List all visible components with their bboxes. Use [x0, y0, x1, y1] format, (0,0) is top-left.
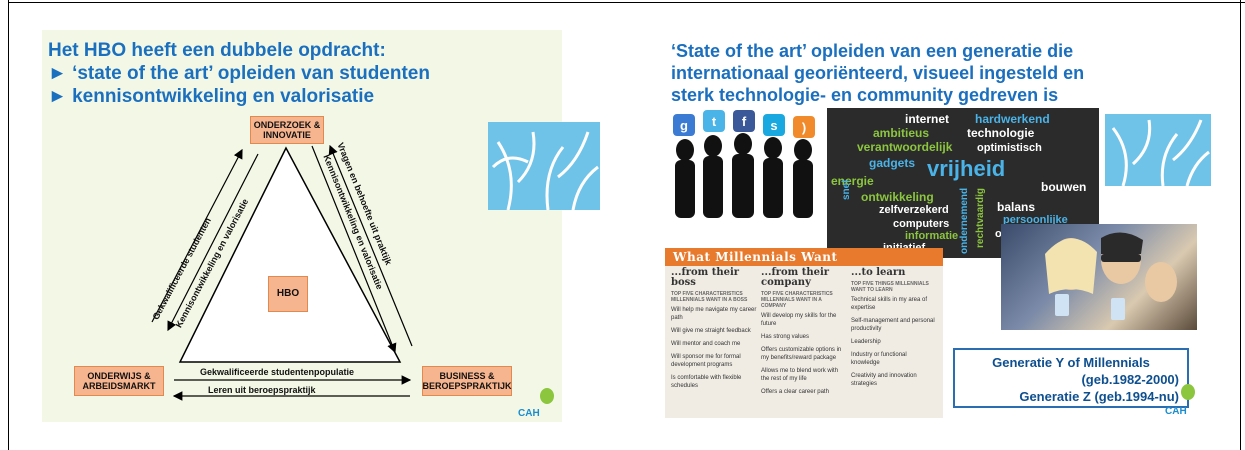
- millennials-title: What Millennials Want: [665, 248, 943, 266]
- arrow-left-down: [167, 153, 259, 332]
- slide2-title-line-2: internationaal georiënteerd, visueel ing…: [671, 63, 1085, 83]
- young-people-photo: [1001, 224, 1197, 330]
- millennials-col-boss: ...from their boss TOP FIVE CHARACTERIST…: [671, 268, 757, 395]
- word-bouwen: bouwen: [1041, 180, 1087, 194]
- millennials-learn-item: Creativity and innovation strategies: [851, 373, 917, 387]
- logo-tree-icon: [1181, 384, 1195, 400]
- millennials-learn-item: Leadership: [851, 339, 881, 345]
- logo-tree-icon: [540, 388, 554, 404]
- word-verantwoordelijk: verantwoordelijk: [857, 140, 953, 154]
- node-onderzoek-innovatie: ONDERZOEK & INNOVATIE: [250, 116, 324, 144]
- millennials-boss-item: Will mentor and coach me: [671, 341, 741, 347]
- word-balans: balans: [997, 200, 1036, 214]
- silhouettes-people-icon: [675, 133, 813, 218]
- millennials-col-boss-sub: TOP FIVE CHARACTERISTICS MILLENNIALS WAN…: [671, 291, 748, 303]
- slide-hbo-opdracht: Het HBO heeft een dubbele opdracht: ► ‘s…: [40, 30, 600, 428]
- tree-branches-icon: [1111, 119, 1210, 186]
- slide1-bullet-1: ► ‘state of the art’ opleiden van studen…: [48, 63, 430, 84]
- word-rechtvaardig: rechtvaardig: [975, 187, 986, 248]
- word-ontwikkeling: ontwikkeling: [861, 190, 934, 204]
- millennials-col-company-head: ...from their company: [761, 267, 830, 288]
- word-gadgets: gadgets: [869, 156, 916, 170]
- millennials-boss-item: Is comfortable with flexible schedules: [671, 375, 742, 389]
- word-zelfverzekerd: zelfverzekerd: [879, 204, 949, 216]
- hbo-diagram: [151, 144, 413, 401]
- google-icon: g: [673, 114, 695, 136]
- word-internet: internet: [905, 112, 950, 126]
- generation-line-2: (geb.1982-2000): [1081, 372, 1179, 387]
- word-informatie: informatie: [905, 230, 959, 242]
- millennials-col-boss-head: ...from their boss: [671, 267, 740, 288]
- word-snel: snel: [841, 179, 852, 200]
- millennials-learn-item: Technical skills in my area of expertise: [851, 297, 928, 311]
- word-ondernemend: ondernemend: [959, 187, 970, 254]
- word-technologie: technologie: [967, 126, 1035, 140]
- slide2-logo: CAH: [1165, 382, 1211, 422]
- millennials-company-item: Will develop my skills for the future: [761, 313, 837, 327]
- rss-icon: ): [793, 116, 815, 138]
- word-cloud: internet hardwerkend ambitieus technolog…: [827, 108, 1099, 258]
- word-persoonlijke: persoonlijke: [1003, 214, 1068, 226]
- millennials-col-company: ...from their company TOP FIVE CHARACTER…: [761, 268, 847, 401]
- millennials-company-item: Offers customizable options in my benefi…: [761, 347, 842, 361]
- millennials-learn-item: Industry or functional knowledge: [851, 352, 907, 366]
- young-people-photo-icon: [1045, 232, 1177, 320]
- frame-top-border: [8, 2, 1245, 3]
- arrow-right-down: [311, 145, 397, 354]
- facebook-icon: f: [733, 110, 755, 132]
- generation-line-1: Generatie Y of Millennials: [992, 355, 1150, 370]
- word-ambitieus: ambitieus: [873, 126, 930, 140]
- twitter-icon: t: [703, 110, 725, 132]
- arrow-left-up: [151, 148, 243, 323]
- word-computers: computers: [893, 218, 950, 230]
- word-hardwerkend: hardwerkend: [975, 112, 1050, 126]
- label-gekwalificeerde-studentenpopulatie: Gekwalificeerde studentenpopulatie: [200, 367, 355, 377]
- millennials-learn-item: Self-management and personal productivit…: [851, 318, 935, 332]
- tree-decoration-2: [1105, 114, 1211, 186]
- slide1-bullet-2: ► kennisontwikkeling en valorisatie: [48, 86, 375, 107]
- slide-generatie: ‘State of the art’ opleiden van een gene…: [655, 30, 1215, 428]
- tree-decoration: [488, 122, 600, 210]
- word-vrijheid: vrijheid: [927, 156, 1006, 181]
- slide1-logo: CAH: [518, 388, 568, 422]
- millennials-boss-item: Will sponsor me for formal development p…: [671, 354, 741, 368]
- arrow-right-up: [328, 144, 413, 347]
- frame-right-border: [1240, 0, 1241, 450]
- millennials-infographic: What Millennials Want ...from their boss…: [665, 248, 943, 418]
- generation-line-3: Generatie Z (geb.1994-nu): [1019, 389, 1179, 404]
- millennials-boss-item: Will help me navigate my career path: [671, 307, 757, 321]
- silhouettes-image: g t f s ): [665, 110, 825, 220]
- slide2-title-line-3: sterk technologie- en community gedreven…: [671, 85, 1059, 105]
- label-leren-uit-beroepspraktijk: Leren uit beroepspraktijk: [208, 385, 316, 395]
- slide2-title-line-1: ‘State of the art’ opleiden van een gene…: [671, 41, 1074, 61]
- node-business-beroepspraktijk: BUSINESS & BEROEPSPRAKTIJK: [422, 366, 512, 396]
- millennials-company-item: Has strong values: [761, 334, 810, 340]
- millennials-company-item: Allows me to blend work with the rest of…: [761, 368, 839, 382]
- millennials-company-item: Offers a clear career path: [761, 389, 829, 395]
- word-optimistisch: optimistisch: [977, 142, 1042, 154]
- millennials-col-company-sub: TOP FIVE CHARACTERISTICS MILLENNIALS WAN…: [761, 291, 833, 309]
- millennials-col-learn: ...to learn TOP FIVE THINGS MILLENNIALS …: [851, 268, 937, 393]
- slide1-title: Het HBO heeft een dubbele opdracht:: [48, 40, 386, 61]
- frame-left-border: [8, 0, 9, 450]
- millennials-col-learn-head: ...to learn: [851, 267, 906, 278]
- tree-branches-icon: [491, 131, 599, 210]
- skype-icon: s: [763, 114, 785, 136]
- hbo-triangle: [178, 146, 402, 363]
- millennials-boss-item: Will give me straight feedback: [671, 328, 751, 334]
- millennials-col-learn-sub: TOP FIVE THINGS MILLENNIALS WANT TO LEAR…: [851, 281, 929, 293]
- slide2-logo-text: CAH: [1165, 406, 1187, 417]
- node-hbo: HBO: [268, 276, 308, 312]
- slide1-logo-text: CAH: [518, 408, 540, 419]
- word-energie: energie: [831, 174, 874, 188]
- generation-box: Generatie Y of Millennials (geb.1982-200…: [953, 348, 1189, 408]
- node-onderwijs-arbeidsmarkt: ONDERWIJS & ARBEIDSMARKT: [74, 366, 164, 396]
